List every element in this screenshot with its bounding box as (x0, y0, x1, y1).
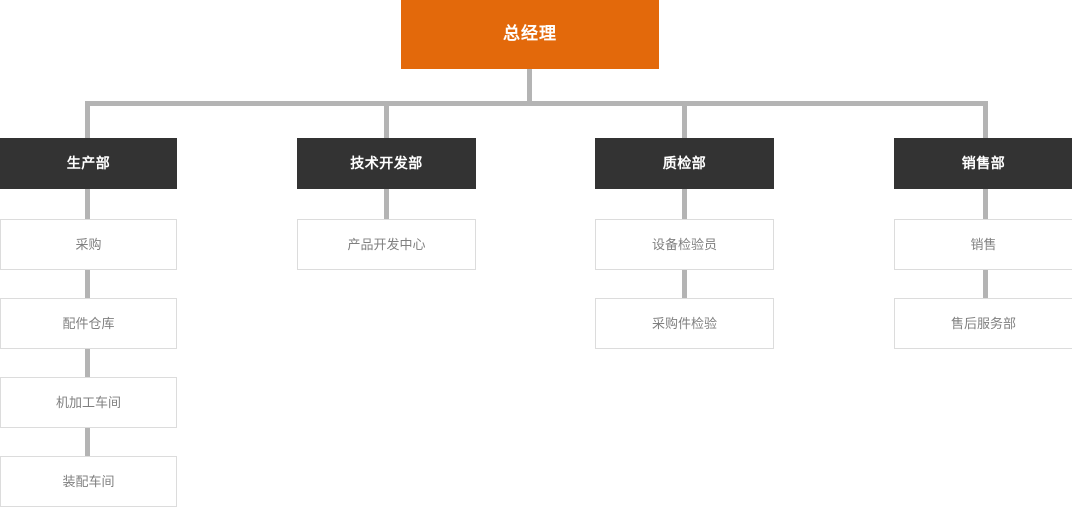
node-unit-sales[interactable]: 销售 (894, 219, 1072, 270)
node-root-general-manager[interactable]: 总经理 (401, 0, 659, 69)
connector-branch-3-drop (682, 101, 687, 139)
connector-b1-u2 (85, 269, 90, 299)
connector-b3-u1 (682, 189, 687, 220)
node-dept-technology-development[interactable]: 技术开发部 (297, 138, 476, 189)
connector-branch-1-drop (85, 101, 90, 139)
connector-b1-u3 (85, 348, 90, 378)
node-unit-assembly-workshop[interactable]: 装配车间 (0, 456, 177, 507)
connector-root-stem (527, 69, 532, 103)
connector-b1-u4 (85, 427, 90, 457)
node-dept-sales[interactable]: 销售部 (894, 138, 1072, 189)
node-dept-production[interactable]: 生产部 (0, 138, 177, 189)
connector-b4-u2 (983, 269, 988, 299)
connector-b3-u2 (682, 269, 687, 299)
connector-b4-u1 (983, 189, 988, 220)
connector-root-bus (85, 101, 988, 106)
node-unit-after-sales-service[interactable]: 售后服务部 (894, 298, 1072, 349)
connector-b1-u1 (85, 189, 90, 220)
connector-branch-4-drop (983, 101, 988, 139)
node-unit-equipment-inspector[interactable]: 设备检验员 (595, 219, 774, 270)
connector-branch-2-drop (384, 101, 389, 139)
node-unit-procurement[interactable]: 采购 (0, 219, 177, 270)
node-dept-quality-inspection[interactable]: 质检部 (595, 138, 774, 189)
node-unit-parts-warehouse[interactable]: 配件仓库 (0, 298, 177, 349)
connector-b2-u1 (384, 189, 389, 220)
node-unit-product-development-center[interactable]: 产品开发中心 (297, 219, 476, 270)
node-unit-machining-workshop[interactable]: 机加工车间 (0, 377, 177, 428)
node-unit-purchased-parts-inspection[interactable]: 采购件检验 (595, 298, 774, 349)
